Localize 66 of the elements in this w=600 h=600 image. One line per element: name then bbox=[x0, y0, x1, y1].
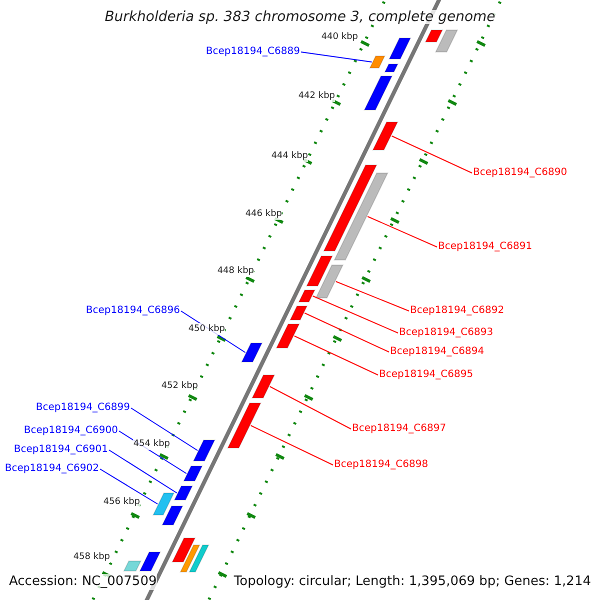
gene-feature bbox=[424, 30, 444, 42]
scale-label: 450 kbp bbox=[188, 323, 225, 335]
gene-feature bbox=[172, 538, 196, 562]
scale-label: 440 kbp bbox=[321, 31, 358, 43]
gene-feature bbox=[139, 552, 161, 572]
scale-label: 442 kbp bbox=[298, 90, 335, 102]
gene-feature bbox=[364, 76, 393, 110]
gene-feature bbox=[289, 306, 308, 320]
gene-label: Bcep18194_C6890 bbox=[473, 167, 568, 179]
leader-line bbox=[250, 425, 334, 466]
gene-feature bbox=[388, 38, 412, 60]
leader-line bbox=[269, 386, 352, 430]
gene-feature bbox=[306, 256, 334, 286]
gene-feature bbox=[192, 440, 216, 462]
gene-label: Bcep18194_C6901 bbox=[14, 444, 108, 456]
leader-line bbox=[108, 450, 178, 494]
gene-label: Bcep18194_C6889 bbox=[206, 46, 300, 58]
gene-feature bbox=[162, 506, 184, 526]
gene-label: Bcep18194_C6897 bbox=[352, 423, 446, 435]
gene-feature bbox=[183, 466, 203, 482]
gene-feature bbox=[369, 56, 386, 68]
leader-line bbox=[100, 468, 158, 504]
leader-line bbox=[391, 136, 472, 174]
gene-label: Bcep18194_C6891 bbox=[438, 241, 532, 253]
scale-label: 448 kbp bbox=[217, 265, 254, 277]
gene-label: Bcep18194_C6898 bbox=[334, 459, 428, 471]
gene-feature bbox=[276, 324, 300, 348]
gene-label: Bcep18194_C6900 bbox=[24, 425, 118, 437]
scale-label: 446 kbp bbox=[245, 208, 282, 220]
gene-label: Bcep18194_C6893 bbox=[399, 327, 494, 339]
gene-feature bbox=[251, 374, 276, 398]
gene-feature bbox=[180, 544, 200, 572]
gene-feature bbox=[323, 164, 378, 252]
leader-line bbox=[294, 336, 378, 376]
leader-line bbox=[312, 296, 398, 334]
leader-line bbox=[367, 216, 438, 248]
gene-feature bbox=[174, 486, 194, 500]
gene-label: Bcep18194_C6895 bbox=[379, 369, 474, 381]
leader-line bbox=[300, 52, 372, 62]
gene-feature bbox=[315, 264, 344, 298]
gene-feature bbox=[298, 290, 316, 302]
scale-label: 452 kbp bbox=[161, 380, 198, 392]
gene-label: Bcep18194_C6899 bbox=[36, 402, 130, 414]
accession-text: Accession: NC_007509 bbox=[9, 574, 157, 590]
scale-label: 458 kbp bbox=[73, 551, 110, 563]
leader-line bbox=[304, 312, 390, 352]
title: Burkholderia sp. 383 chromosome 3, complete genome bbox=[102, 10, 498, 24]
gene-feature bbox=[384, 64, 399, 72]
gene-feature bbox=[123, 560, 142, 572]
gene-feature bbox=[240, 342, 263, 362]
gene-feature bbox=[227, 402, 262, 448]
scale-label: 444 kbp bbox=[271, 150, 308, 162]
gene-label: Bcep18194_C6892 bbox=[410, 305, 504, 317]
gene-feature bbox=[434, 30, 458, 52]
gene-label: Bcep18194_C6896 bbox=[86, 305, 180, 317]
scale-label: 454 kbp bbox=[133, 438, 170, 450]
leader-line bbox=[130, 408, 198, 451]
gene-feature bbox=[334, 172, 388, 260]
leader-line bbox=[335, 281, 410, 312]
gene-feature bbox=[188, 544, 210, 572]
gene-label: Bcep18194_C6902 bbox=[4, 463, 99, 475]
gene-feature bbox=[152, 492, 175, 516]
gene-feature bbox=[372, 122, 398, 150]
gene-label: Bcep18194_C6894 bbox=[390, 346, 484, 358]
scale-label: 456 kbp bbox=[103, 496, 140, 508]
genome-info-text: Topology: circular; Length: 1,395,069 bp; Genes: 1,214 bbox=[234, 574, 591, 590]
